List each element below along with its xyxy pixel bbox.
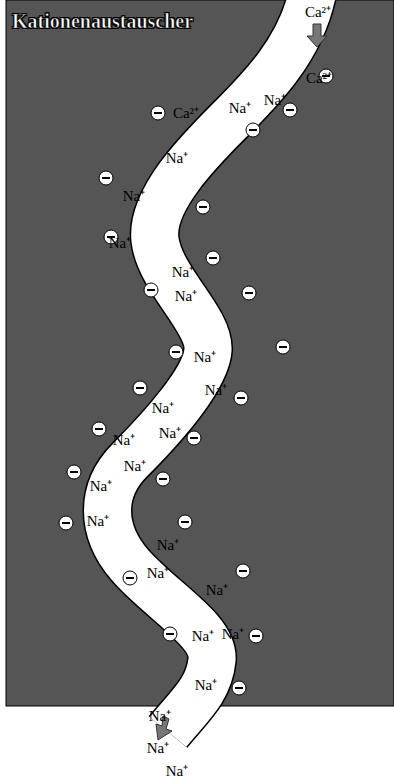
channel [108, 0, 313, 732]
anion-charge [178, 515, 192, 529]
anion-charge [196, 200, 210, 214]
minus-sign [147, 289, 155, 291]
anion-charge [133, 381, 147, 395]
ion-label: Na⁺ [152, 401, 175, 416]
ion-label: Na⁺ [166, 764, 189, 779]
channel-outline [108, 0, 313, 732]
minus-sign [62, 522, 70, 524]
ion-label: Na⁺ [123, 189, 146, 204]
ion-label: Na⁺ [192, 629, 215, 644]
anion-charge [276, 340, 290, 354]
minus-sign [172, 351, 180, 353]
minus-sign [245, 292, 253, 294]
anion-charge [236, 564, 250, 578]
ion-label: Na⁺ [109, 236, 132, 251]
ion-label: Na⁺ [159, 426, 182, 441]
anion-charge [242, 286, 256, 300]
anion-charge [144, 283, 158, 297]
anion-charge [163, 627, 177, 641]
ion-label: Ca²⁺ [306, 71, 332, 86]
minus-sign [199, 206, 207, 208]
ion-label: Na⁺ [113, 433, 136, 448]
minus-sign [249, 129, 257, 131]
anion-charge [246, 123, 260, 137]
minus-sign [126, 577, 134, 579]
anion-charge [156, 472, 170, 486]
ion-label: Na⁺ [124, 459, 147, 474]
ion-label: Na⁺ [90, 479, 113, 494]
minus-sign [209, 257, 217, 259]
minus-sign [95, 428, 103, 430]
anion-charge [206, 251, 220, 265]
ion-label: Na⁺ [264, 93, 287, 108]
anion-charge [151, 106, 165, 120]
minus-sign [239, 570, 247, 572]
anion-charge [92, 422, 106, 436]
anion-charge [249, 629, 263, 643]
arrows [156, 24, 327, 740]
ion-label: Na⁺ [205, 383, 228, 398]
title: Kationenaustauscher [12, 10, 193, 33]
ion-label: Na⁺ [147, 566, 170, 581]
anion-charge [123, 571, 137, 585]
ion-label: Na⁺ [147, 741, 170, 756]
minus-sign [286, 109, 294, 111]
minus-sign [279, 346, 287, 348]
anion-charge [59, 516, 73, 530]
anion-charge [187, 431, 201, 445]
minus-sign [252, 635, 260, 637]
minus-sign [235, 687, 243, 689]
anion-charge [67, 465, 81, 479]
ion-label: Na⁺ [206, 583, 229, 598]
anion-charge [232, 681, 246, 695]
anion-charge [169, 345, 183, 359]
fixed-anion-charges [59, 69, 333, 695]
minus-sign [190, 437, 198, 439]
minus-sign [136, 387, 144, 389]
minus-sign [70, 471, 78, 473]
ion-label: Na⁺ [222, 627, 245, 642]
ion-label: Ca²⁺ [305, 5, 331, 20]
ion-label: Na⁺ [195, 678, 218, 693]
ion-label: Na⁺ [175, 289, 198, 304]
minus-sign [237, 397, 245, 399]
ion-label: Na⁺ [194, 350, 217, 365]
ion-label: Ca²⁺ [173, 106, 199, 121]
anion-charge [99, 171, 113, 185]
minus-sign [181, 521, 189, 523]
minus-sign [102, 177, 110, 179]
ion-label: Na⁺ [229, 101, 252, 116]
anion-charge [234, 391, 248, 405]
ion-label: Na⁺ [157, 538, 180, 553]
ion-label: Na⁺ [166, 151, 189, 166]
minus-sign [159, 478, 167, 480]
ion-label: Na⁺ [87, 514, 110, 529]
minus-sign [166, 633, 174, 635]
ion-label: Na⁺ [172, 265, 195, 280]
minus-sign [154, 112, 162, 114]
ion-label: Na⁺ [149, 709, 172, 724]
